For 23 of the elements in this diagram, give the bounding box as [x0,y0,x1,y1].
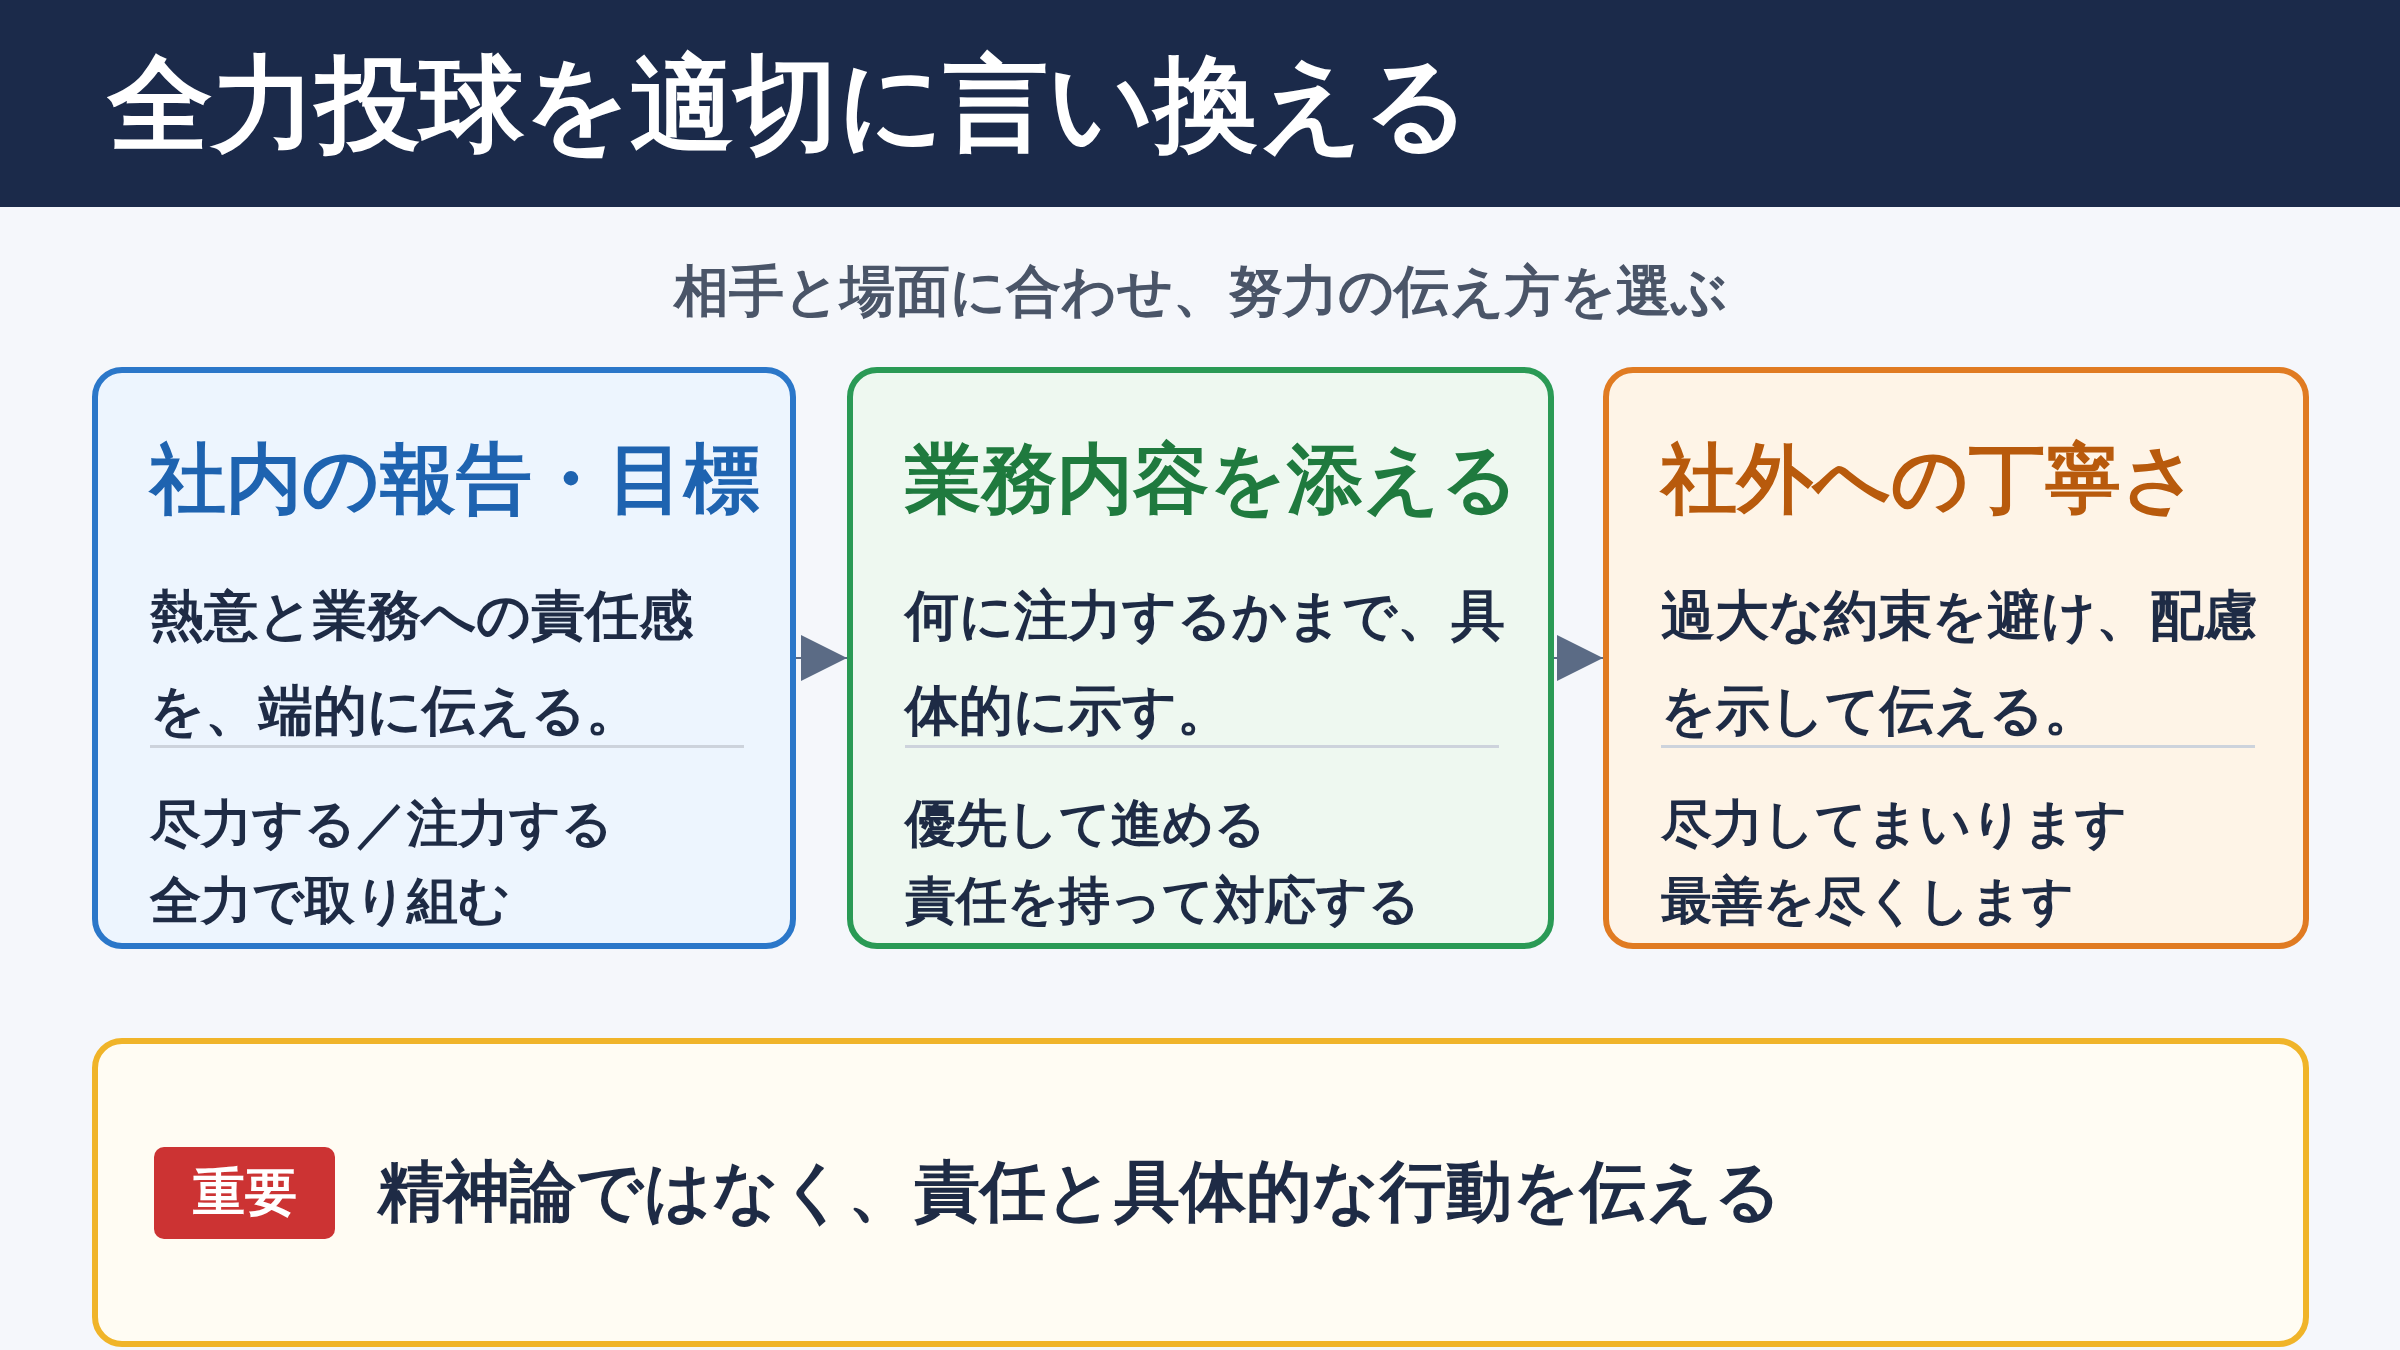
arrow [1553,635,1604,681]
card-description: 熱意と業務への責任感を、端的に伝える。 [150,583,694,744]
arrow [795,635,848,681]
card-description: 過大な約束を避け、配慮を示して伝える。 [1661,583,2259,744]
example-phrase: 尽力してまいります [1661,793,2127,855]
title: 全力投球を適切に言い換える [108,42,1470,167]
example-phrase: 優先して進める [905,793,1266,855]
category-card [92,367,796,949]
importance-badge [154,1147,335,1239]
example-phrase: 責任を持って対応する [905,870,1420,932]
card-heading: 社内の報告・目標 [150,433,760,525]
example-phrase: 最善を尽くします [1661,870,2074,932]
card-heading: 社外への丁寧さ [1661,433,2199,525]
example-phrase: 尽力する／注力する [150,793,613,855]
card-heading: 業務内容を添える [905,433,1519,525]
badge-label: 重要 [192,1161,297,1224]
category-card [847,367,1554,949]
key-point-text: 精神論ではなく、責任と具体的な行動を伝える [378,1152,1782,1232]
key-point-panel [92,1038,2309,1347]
subtitle: 相手と場面に合わせ、努力の伝え方を選ぶ [673,258,1727,325]
example-phrase: 全力で取り組む [150,870,510,932]
card-description: 何に注力するかまで、具体的に示す。 [905,583,1505,744]
category-card [1603,367,2309,949]
